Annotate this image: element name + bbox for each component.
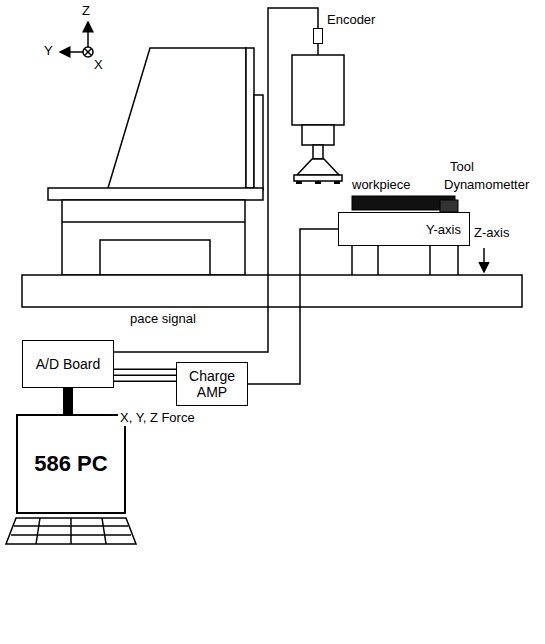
node-text: Encoder	[327, 12, 375, 27]
wire-line	[248, 229, 338, 384]
y-axis-table: Y-axis	[338, 212, 470, 246]
encoder-box: Encoder	[313, 28, 323, 44]
signal-wire	[114, 8, 318, 352]
charge-amp: Charge AMP	[176, 362, 248, 406]
axis-label: X	[94, 58, 103, 73]
wire-line	[114, 380, 176, 382]
signal-wire	[68, 388, 69, 414]
axis-symbol	[60, 22, 93, 57]
z-axis-arrow	[483, 248, 485, 272]
machine-column	[108, 48, 263, 190]
spindle-head	[292, 44, 344, 184]
signal-wire	[248, 229, 338, 384]
ad-board: A/D Board	[22, 340, 114, 388]
part-label: Dynamometter	[444, 178, 529, 193]
keyboard	[6, 518, 136, 544]
axis-label: Y	[44, 44, 53, 59]
node-text: A/D Board	[36, 356, 101, 372]
signal-label: pace signal	[128, 312, 198, 327]
wire-line	[114, 8, 318, 352]
axis-label: Z	[82, 4, 90, 19]
table-legs	[352, 246, 458, 275]
part-label: Tool	[450, 160, 474, 175]
node-text: Charge AMP	[177, 368, 247, 400]
node-text: Y-axis	[426, 222, 461, 237]
wire-line	[114, 374, 176, 376]
node-text: 586 PC	[34, 451, 107, 477]
wire-line	[63, 388, 73, 414]
machine-table	[48, 188, 263, 275]
axis-label: Z-axis	[474, 226, 509, 241]
part-label: workpiece	[352, 178, 411, 193]
tool-dynamometer	[440, 200, 458, 212]
signal-label: X, Y, Z Force	[118, 411, 197, 426]
pc-monitor: 586 PC	[16, 414, 126, 514]
machine-base	[22, 275, 522, 307]
wire-line	[114, 368, 176, 370]
signal-wire	[114, 369, 176, 381]
